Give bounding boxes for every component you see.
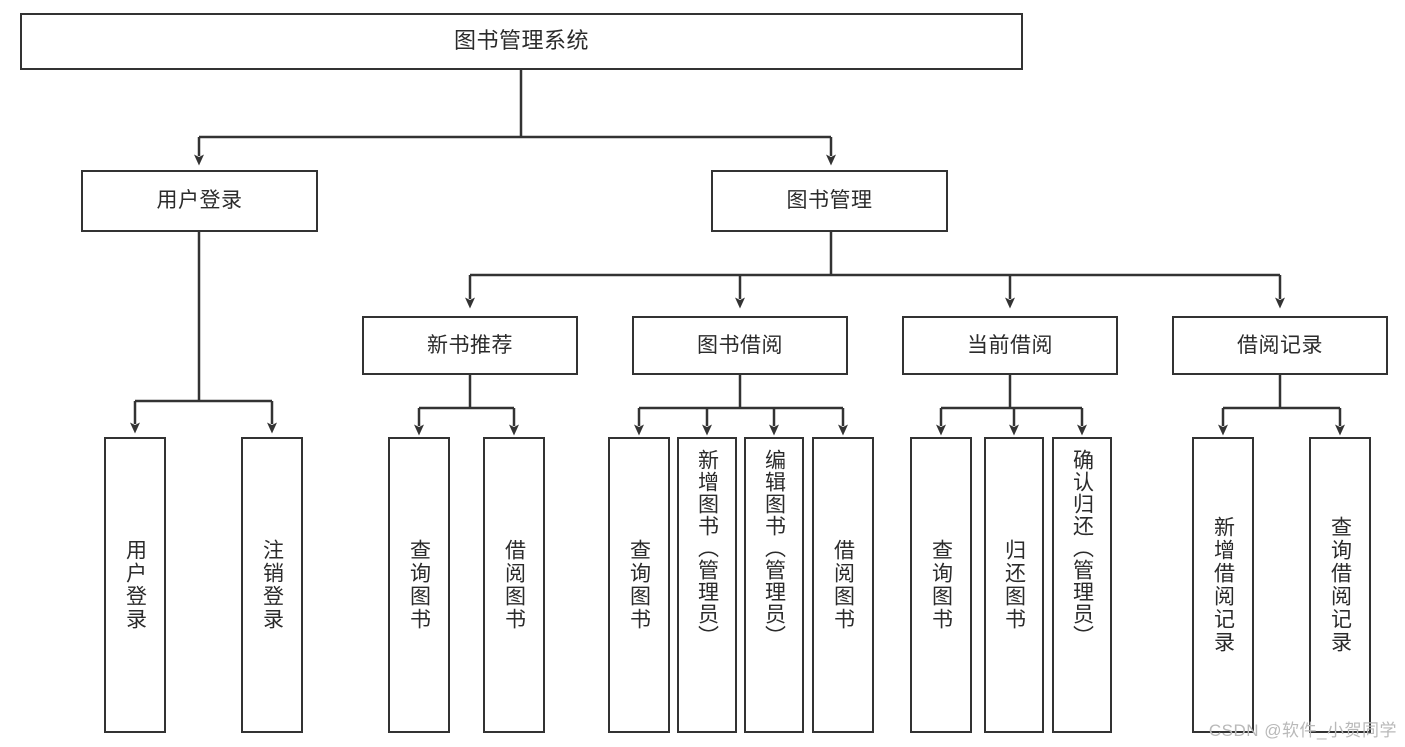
node-leaf-query-book-3[interactable]: 查询图书 — [910, 437, 972, 733]
node-book-management-label: 图书管理 — [786, 189, 873, 213]
node-leaf-borrow-book-1-label: 借阅图书 — [502, 539, 526, 631]
node-leaf-add-record[interactable]: 新增借阅记录 — [1192, 437, 1254, 733]
node-leaf-borrow-book-2[interactable]: 借阅图书 — [812, 437, 874, 733]
node-leaf-logout-label: 注销登录 — [260, 539, 284, 631]
node-new-book-recommend[interactable]: 新书推荐 — [362, 316, 578, 375]
node-leaf-query-book-1-label: 查询图书 — [407, 539, 431, 631]
node-user-login[interactable]: 用户登录 — [81, 170, 318, 232]
node-leaf-query-book-3-label: 查询图书 — [929, 539, 953, 631]
node-leaf-add-book[interactable]: 新增图书（管理员） — [677, 437, 737, 733]
node-new-book-recommend-label: 新书推荐 — [427, 333, 513, 357]
node-leaf-add-record-label: 新增借阅记录 — [1211, 516, 1235, 654]
node-leaf-query-book-2[interactable]: 查询图书 — [608, 437, 670, 733]
node-leaf-return-book-label: 归还图书 — [1002, 539, 1026, 631]
node-leaf-query-book-1[interactable]: 查询图书 — [388, 437, 450, 733]
node-borrow-record-label: 借阅记录 — [1237, 333, 1323, 357]
node-leaf-edit-book-label: 编辑图书（管理员） — [762, 449, 786, 647]
node-book-borrow-label: 图书借阅 — [697, 333, 783, 357]
node-leaf-query-record[interactable]: 查询借阅记录 — [1309, 437, 1371, 733]
csdn-watermark: CSDN @软件_小贺同学 — [1208, 721, 1397, 740]
node-book-management[interactable]: 图书管理 — [711, 170, 948, 232]
node-leaf-logout[interactable]: 注销登录 — [241, 437, 303, 733]
node-leaf-query-book-2-label: 查询图书 — [627, 539, 651, 631]
node-leaf-user-login-label: 用户登录 — [123, 539, 147, 631]
node-leaf-edit-book[interactable]: 编辑图书（管理员） — [744, 437, 804, 733]
node-leaf-confirm-return[interactable]: 确认归还（管理员） — [1052, 437, 1112, 733]
node-leaf-confirm-return-label: 确认归还（管理员） — [1070, 449, 1094, 647]
node-leaf-borrow-book-2-label: 借阅图书 — [831, 539, 855, 631]
node-leaf-user-login[interactable]: 用户登录 — [104, 437, 166, 733]
node-leaf-query-record-label: 查询借阅记录 — [1328, 516, 1352, 654]
node-book-borrow[interactable]: 图书借阅 — [632, 316, 848, 375]
node-current-borrow[interactable]: 当前借阅 — [902, 316, 1118, 375]
node-leaf-return-book[interactable]: 归还图书 — [984, 437, 1044, 733]
node-borrow-record[interactable]: 借阅记录 — [1172, 316, 1388, 375]
node-current-borrow-label: 当前借阅 — [967, 333, 1053, 357]
node-leaf-add-book-label: 新增图书（管理员） — [695, 449, 719, 647]
node-root-label: 图书管理系统 — [453, 28, 589, 54]
node-root[interactable]: 图书管理系统 — [20, 13, 1023, 70]
node-leaf-borrow-book-1[interactable]: 借阅图书 — [483, 437, 545, 733]
node-user-login-label: 用户登录 — [156, 189, 243, 213]
